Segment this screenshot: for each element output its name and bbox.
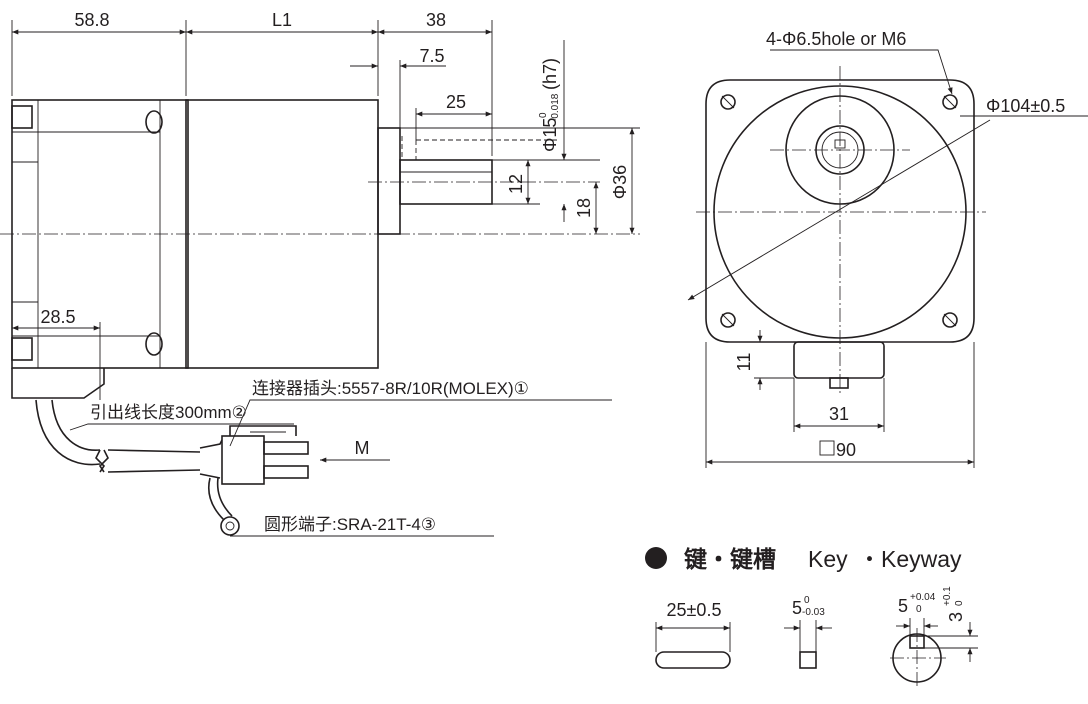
connector-label: 连接器插头:5557-8R/10R(MOLEX)① — [252, 379, 529, 398]
dim-l1: L1 — [272, 10, 292, 30]
dim-phi15-fit: (h7) — [540, 58, 560, 90]
keyway-depth-tol-lower: 0 — [954, 600, 965, 606]
dim-25: 25 — [446, 92, 466, 112]
key-side-shape — [655, 651, 731, 669]
key-section: 键・键槽 Key ・Keyway 25±0.5 5 0 -0.03 5 +0.0… — [645, 546, 978, 688]
lead-length-label: 引出线长度300mm② — [90, 403, 247, 422]
dim-28-5: 28.5 — [40, 307, 75, 327]
keyway-depth: 3 — [946, 612, 966, 622]
mounting-holes — [720, 94, 958, 328]
dim-phi15-tol-upper: 0 — [538, 112, 549, 118]
dim-phi36: Φ36 — [610, 165, 630, 199]
keyway-width: 5 — [898, 596, 908, 616]
key-length: 25±0.5 — [667, 600, 722, 620]
keyway-width-tol-upper: +0.04 — [910, 592, 936, 603]
key-width: 5 — [792, 598, 802, 618]
keyway-width-tol-lower: 0 — [916, 604, 922, 615]
flange-boss — [377, 127, 401, 235]
dim-phi15-tol-lower: -0.018 — [550, 93, 561, 122]
keyway-title-en: ・Keyway — [858, 546, 962, 572]
connector-plug — [221, 435, 265, 485]
front-view: Φ104±0.5 4-Φ6.5hole or M6 11 31 90 — [687, 29, 1088, 468]
dim-phi15: Φ15 — [540, 118, 560, 152]
dim-18: 18 — [574, 198, 594, 218]
dim-11: 11 — [734, 353, 754, 372]
key-title-en: Key — [808, 546, 848, 572]
dim-31: 31 — [829, 404, 849, 424]
dim-12: 12 — [506, 174, 526, 194]
side-view: 58.8 L1 38 7.5 25 12 18 Φ15 0 -0.018 (h7… — [0, 10, 640, 537]
view-m-label: M — [355, 438, 370, 458]
bottom-boss — [793, 341, 885, 379]
dim-38: 38 — [426, 10, 446, 30]
pcd-label: Φ104±0.5 — [986, 96, 1065, 116]
key-width-tol-upper: 0 — [804, 595, 810, 606]
key-title-cn: 键・键槽 — [684, 546, 776, 572]
dim-7-5: 7.5 — [419, 46, 444, 66]
bullet-icon — [645, 547, 667, 569]
dim-90: 90 — [836, 440, 856, 460]
hole-label: 4-Φ6.5hole or M6 — [766, 29, 906, 49]
flange-outline — [705, 79, 975, 343]
keyway-depth-tol-upper: +0.1 — [942, 586, 953, 606]
dim-58-8: 58.8 — [74, 10, 109, 30]
terminal-label: 圆形端子:SRA-21T-4③ — [264, 515, 436, 534]
key-end-shape — [799, 651, 817, 669]
key-width-tol-lower: -0.03 — [802, 607, 825, 618]
